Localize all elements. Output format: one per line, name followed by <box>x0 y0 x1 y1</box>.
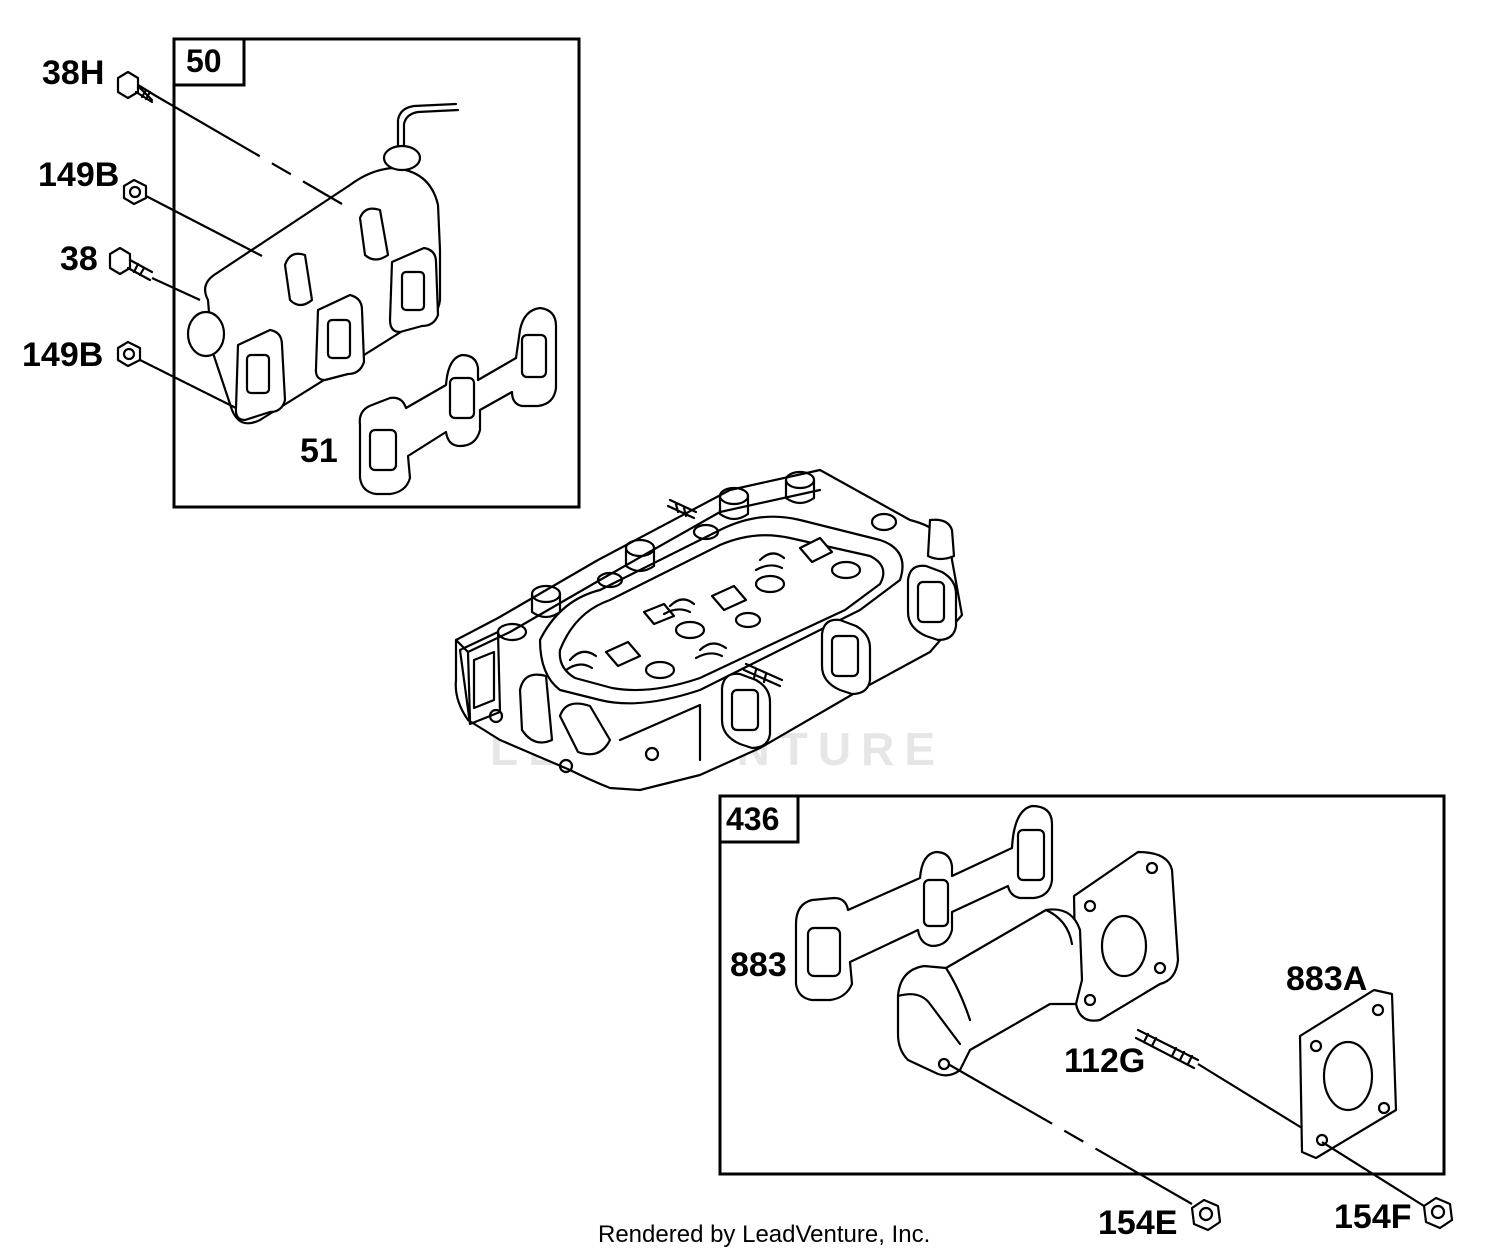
nut-154e-icon[interactable] <box>1190 1198 1222 1232</box>
group-50-box: 50 <box>172 37 581 509</box>
callout-112g[interactable]: 112G <box>1064 1042 1145 1080</box>
nut-154f-icon[interactable] <box>1422 1196 1454 1230</box>
leader-154f <box>1321 1141 1425 1207</box>
callout-154e[interactable]: 154E <box>1098 1204 1177 1242</box>
callout-149b-lower[interactable]: 149B <box>22 336 103 374</box>
footer-credit: Rendered by LeadVenture, Inc. <box>598 1221 930 1248</box>
callout-38[interactable]: 38 <box>60 240 98 278</box>
callout-883[interactable]: 883 <box>730 946 787 984</box>
cylinder-head <box>454 468 964 792</box>
leader-38 <box>151 277 201 301</box>
callout-51[interactable]: 51 <box>300 432 338 470</box>
leader-154e <box>947 1063 1193 1205</box>
callout-38h[interactable]: 38H <box>42 54 104 92</box>
nut-149b-lower-icon[interactable] <box>116 340 142 368</box>
callout-883a[interactable]: 883A <box>1286 960 1367 998</box>
callout-149b-upper[interactable]: 149B <box>38 156 119 194</box>
manifold-gasket-883[interactable] <box>794 804 1054 1002</box>
exhaust-manifold-50[interactable] <box>186 102 460 425</box>
nut-149b-upper-icon[interactable] <box>122 178 148 206</box>
group-436-label[interactable]: 436 <box>726 801 779 837</box>
manifold-gasket-51[interactable] <box>358 306 558 496</box>
leader-38h <box>155 95 343 205</box>
leader-149b-upper <box>145 195 263 257</box>
leader-112g <box>1197 1063 1303 1129</box>
callout-154f[interactable]: 154F <box>1334 1198 1412 1236</box>
group-50-label[interactable]: 50 <box>186 43 222 79</box>
group-436-box: 436 <box>718 794 1446 1176</box>
bolt-38-icon[interactable] <box>108 246 154 282</box>
leader-149b-lower <box>139 359 237 409</box>
flange-gasket-883a[interactable] <box>1298 988 1398 1160</box>
bolt-38h-icon[interactable] <box>116 70 158 104</box>
stud-112g-icon[interactable] <box>1134 1028 1200 1070</box>
exhaust-elbow-436[interactable] <box>896 850 1180 1077</box>
